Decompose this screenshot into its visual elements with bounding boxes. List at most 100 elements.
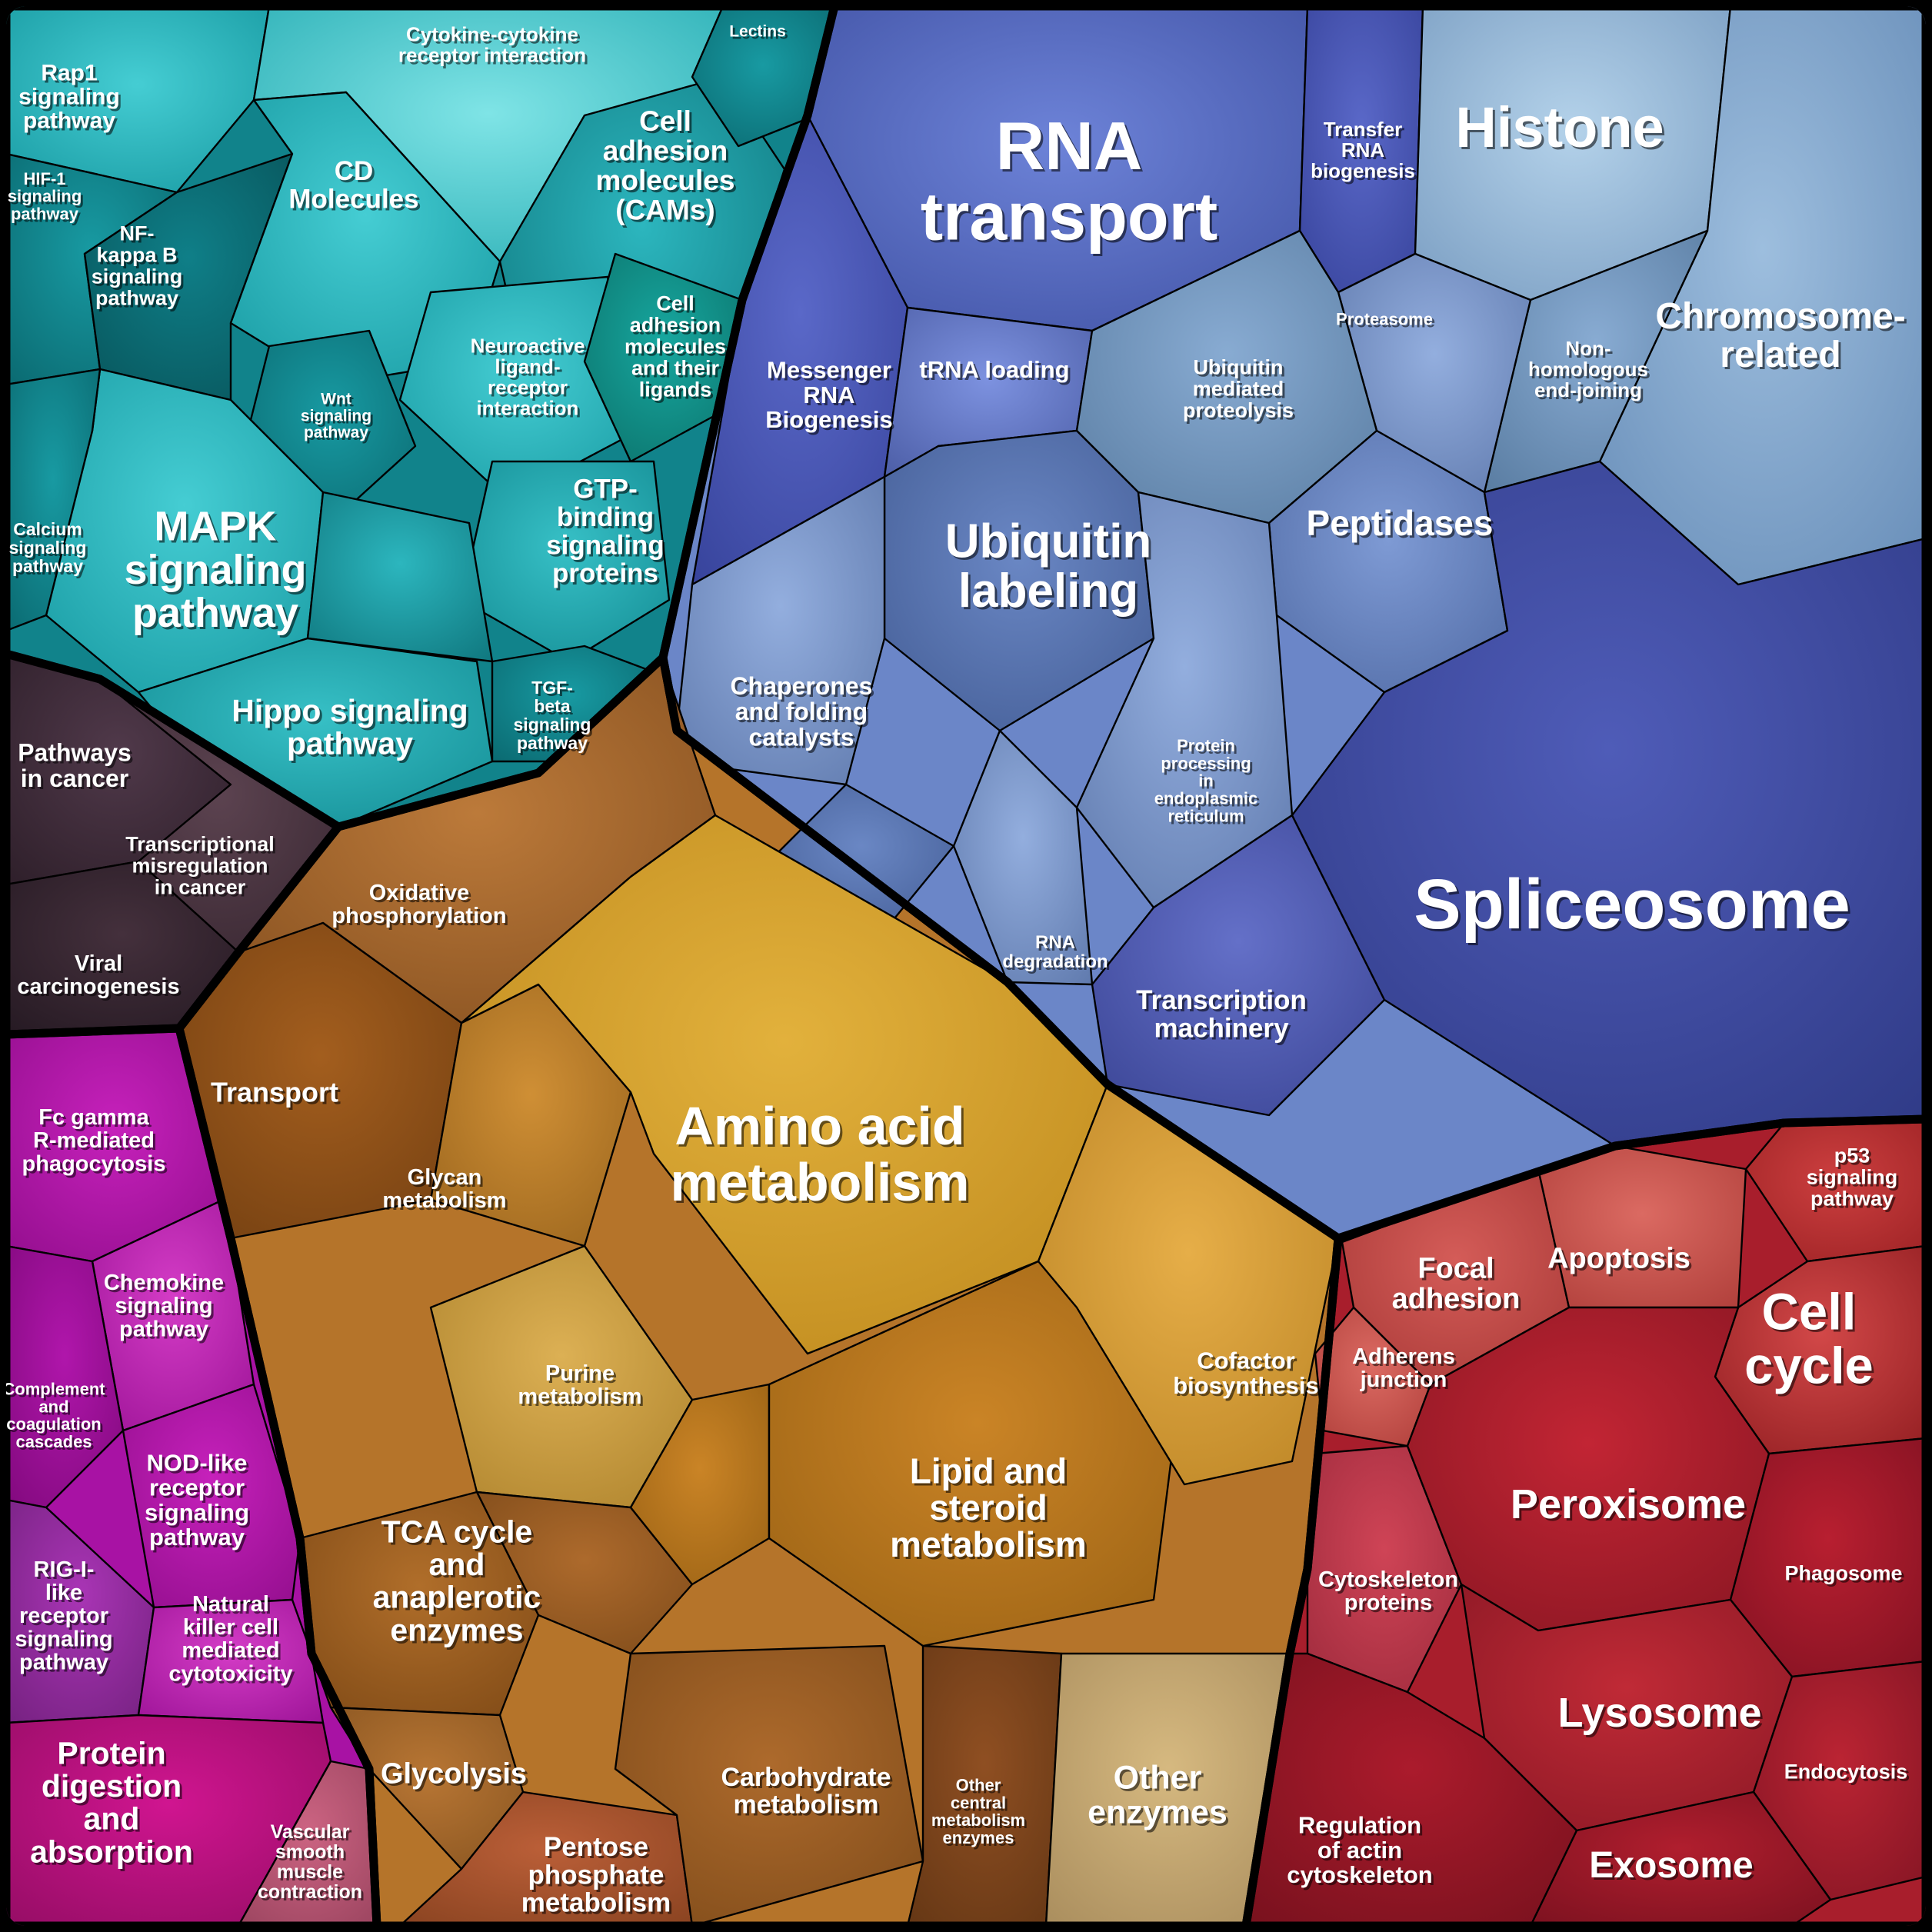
treemap-cell-adherens[interactable]	[1314, 1306, 1432, 1447]
cell-label-lectins: Lectins	[729, 22, 786, 40]
cell-label-exosome: Exosome	[1589, 1845, 1753, 1886]
cell-label-shadow-endocytosis: Endocytosis	[1787, 1762, 1910, 1785]
cell-label-shadow-glycolysis: Glycolysis	[383, 1760, 529, 1792]
cell-label-spliceosome: Spliceosome	[1414, 865, 1850, 944]
cell-label-phagosome: Phagosome	[1784, 1561, 1902, 1584]
treemap-cell-nod-like[interactable]	[122, 1383, 301, 1609]
cell-label-endocytosis: Endocytosis	[1784, 1760, 1908, 1783]
treemap-cell-endocytosis[interactable]	[1752, 1660, 1926, 1901]
cell-label-trna-loading: tRNA loading	[919, 356, 1069, 383]
treemap-cell-other-enzymes[interactable]	[1044, 1652, 1291, 1926]
treemap-cell-rap1[interactable]	[6, 6, 271, 194]
treemap-cell-p53[interactable]	[1744, 1118, 1926, 1263]
cell-label-shadow-histone: Histone	[1457, 98, 1666, 162]
cell-label-shadow-apoptosis: Apoptosis	[1550, 1244, 1693, 1277]
cell-label-peptidases: Peptidases	[1307, 503, 1494, 543]
cell-label-shadow-lectins: Lectins	[731, 25, 788, 42]
treemap-cell-other-central[interactable]	[906, 1644, 1063, 1926]
cell-label-proteasome: Proteasome	[1336, 310, 1433, 329]
cell-label-shadow-chromosome: Chromosome-related	[1657, 298, 1907, 378]
treemap-cell-regulation-actin[interactable]	[1244, 1652, 1578, 1926]
treemap-cell-apoptosis[interactable]	[1537, 1144, 1747, 1309]
treemap-cell-calcium[interactable]	[6, 368, 102, 632]
cell-label-shadow-transport: Transport	[213, 1079, 341, 1111]
treemap-cell-filler-o2[interactable]	[629, 1383, 771, 1586]
treemap-cell-natural-killer[interactable]	[137, 1598, 325, 1724]
region-outline-red-cellular-processes	[1241, 1114, 1926, 1926]
cell-label-shadow-spliceosome: Spliceosome	[1416, 868, 1853, 946]
treemap-cell-lectins[interactable]	[691, 6, 836, 148]
treemap-cell-amino-acid[interactable]	[460, 814, 1109, 1355]
cell-label-histone: Histone	[1455, 95, 1664, 159]
treemap-cell-rna-degradation[interactable]	[952, 729, 1094, 986]
cell-label-shadow-phagosome: Phagosome	[1787, 1564, 1904, 1587]
treemap-cell-cam-ligands[interactable]	[583, 252, 744, 463]
treemap-cell-carbohydrate[interactable]	[614, 1644, 924, 1926]
cell-label-apoptosis: Apoptosis	[1547, 1242, 1690, 1274]
treemap-cell-complement[interactable]	[6, 1244, 125, 1509]
